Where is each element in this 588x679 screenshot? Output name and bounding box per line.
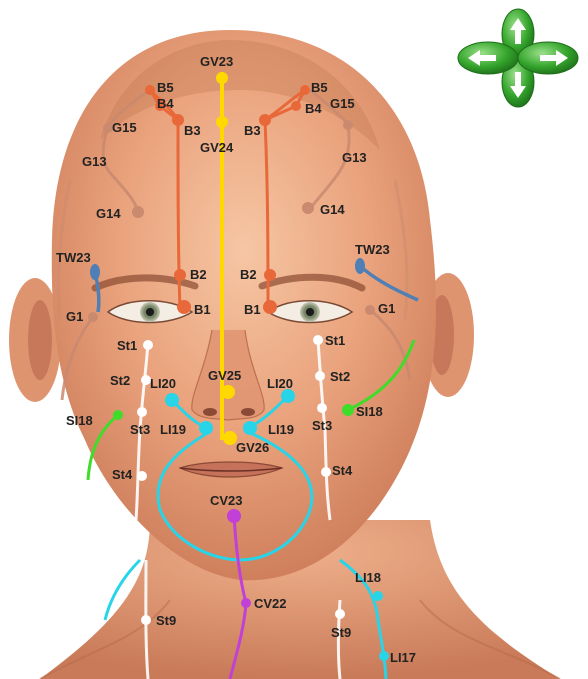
- st9-left-dot: [141, 615, 151, 625]
- label-g13-left: G13: [82, 154, 107, 169]
- label-g1-right: G1: [378, 301, 395, 316]
- tw23-right-dot: [355, 258, 365, 274]
- label-li19-left: LI19: [160, 422, 186, 437]
- left-ear-inner: [28, 300, 52, 380]
- b2-right-dot: [264, 269, 276, 281]
- label-st9-left: St9: [156, 613, 176, 628]
- li19-right-dot: [243, 421, 257, 435]
- label-b3-left: B3: [184, 123, 201, 138]
- b1-left-dot: [177, 300, 191, 314]
- label-g14-right: G14: [320, 202, 345, 217]
- b2-left-dot: [174, 269, 186, 281]
- label-gv25: GV25: [208, 368, 241, 383]
- g14-right-dot: [302, 202, 314, 214]
- label-b2-left: B2: [190, 267, 207, 282]
- label-tw23-left: TW23: [56, 250, 91, 265]
- label-g14-left: G14: [96, 206, 121, 221]
- label-st4-left: St4: [112, 467, 133, 482]
- label-si18-left: SI18: [66, 413, 93, 428]
- label-li20-right: LI20: [267, 376, 293, 391]
- label-st1-left: St1: [117, 338, 137, 353]
- label-st3-left: St3: [130, 422, 150, 437]
- label-b5-left: B5: [157, 80, 174, 95]
- label-li19-right: LI19: [268, 422, 294, 437]
- st2-right-dot: [315, 371, 325, 381]
- li20-left-dot: [165, 393, 179, 407]
- label-b4-left: B4: [157, 96, 174, 111]
- label-cv22: CV22: [254, 596, 287, 611]
- label-b2-right: B2: [240, 267, 257, 282]
- label-li20-left: LI20: [150, 376, 176, 391]
- b4-right-dot: [291, 101, 301, 111]
- gv25-dot: [221, 385, 235, 399]
- label-tw23-right: TW23: [355, 242, 390, 257]
- g1-left-dot: [88, 312, 98, 322]
- right-nostril: [241, 408, 255, 416]
- gv24-dot: [216, 116, 228, 128]
- li18-dot: [373, 591, 383, 601]
- st3-right-dot: [317, 403, 327, 413]
- nav-left-button[interactable]: [458, 42, 518, 74]
- label-b5-right: B5: [311, 80, 328, 95]
- label-gv24: GV24: [200, 140, 234, 155]
- st4-left-dot: [137, 471, 147, 481]
- b1-right-dot: [263, 300, 277, 314]
- label-st2-right: St2: [330, 369, 350, 384]
- label-cv23: CV23: [210, 493, 243, 508]
- tw23-left-dot: [90, 264, 100, 280]
- st9-right-dot: [335, 609, 345, 619]
- b5-right-dot: [300, 85, 310, 95]
- st4-right-dot: [321, 467, 331, 477]
- label-st2-left: St2: [110, 373, 130, 388]
- cv22-dot: [241, 598, 251, 608]
- st1-right-dot: [313, 335, 323, 345]
- li20-right-dot: [281, 389, 295, 403]
- gv23-dot: [216, 72, 228, 84]
- si18-right-dot: [342, 404, 354, 416]
- label-g1-left: G1: [66, 309, 83, 324]
- label-b3-right: B3: [244, 123, 261, 138]
- b5-left-dot: [145, 85, 155, 95]
- nav-right-button[interactable]: [518, 42, 578, 74]
- gv26-dot: [223, 431, 237, 445]
- st1-left-dot: [143, 340, 153, 350]
- b3-right-dot: [259, 114, 271, 126]
- label-gv26: GV26: [236, 440, 269, 455]
- label-g15-left: G15: [112, 120, 137, 135]
- label-b4-right: B4: [305, 101, 322, 116]
- g1-right-dot: [365, 305, 375, 315]
- label-g15-right: G15: [330, 96, 355, 111]
- label-b1-right: B1: [244, 302, 261, 317]
- g15-right-dot: [343, 120, 353, 130]
- left-nostril: [203, 408, 217, 416]
- label-b1-left: B1: [194, 302, 211, 317]
- label-st1-right: St1: [325, 333, 345, 348]
- g14-left-dot: [132, 206, 144, 218]
- li17-dot: [379, 651, 389, 661]
- li19-left-dot: [199, 421, 213, 435]
- label-st3-right: St3: [312, 418, 332, 433]
- si18-left-dot: [113, 410, 123, 420]
- label-si18-right: SI18: [356, 404, 383, 419]
- b3-left-dot: [172, 114, 184, 126]
- label-gv23: GV23: [200, 54, 233, 69]
- label-g13-right: G13: [342, 150, 367, 165]
- label-li17: LI17: [390, 650, 416, 665]
- label-st9-right: St9: [331, 625, 351, 640]
- label-li18: LI18: [355, 570, 381, 585]
- nav-widget: [458, 9, 578, 107]
- label-st4-right: St4: [332, 463, 353, 478]
- st3-left-dot: [137, 407, 147, 417]
- cv23-dot: [227, 509, 241, 523]
